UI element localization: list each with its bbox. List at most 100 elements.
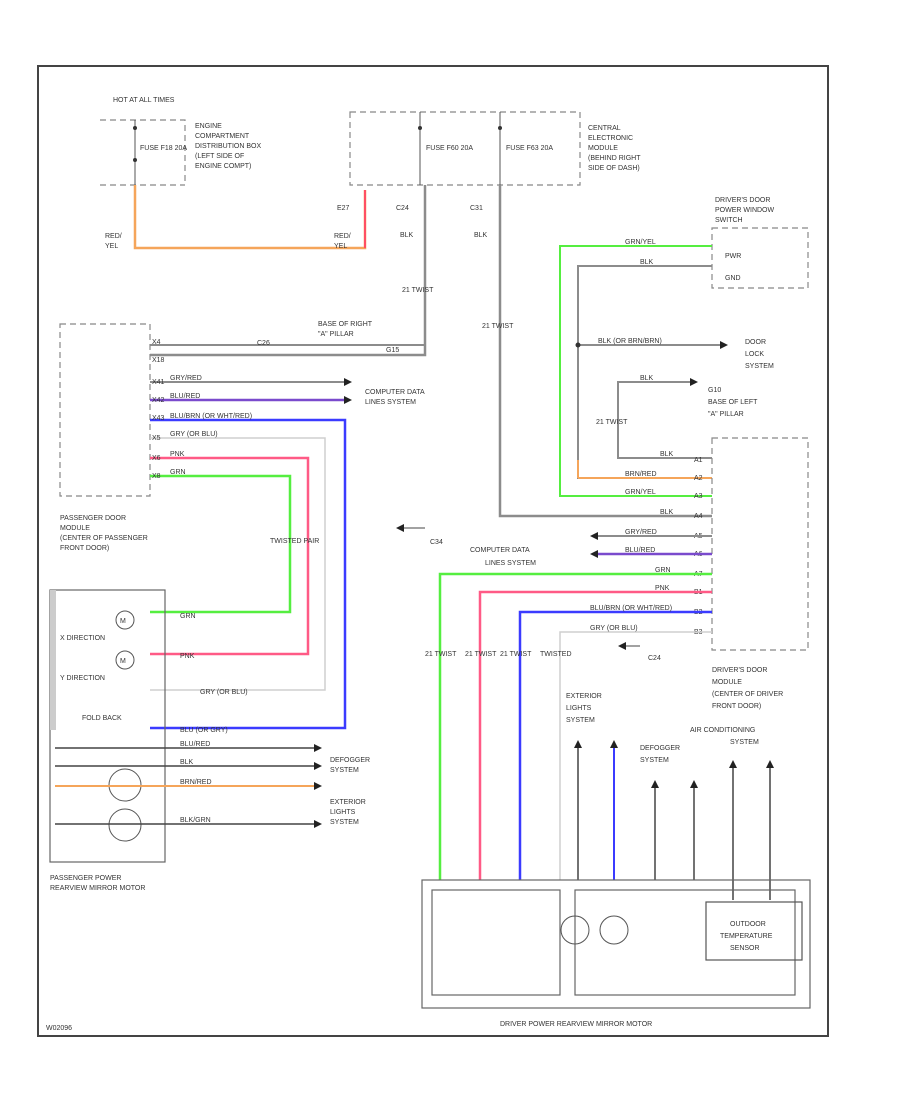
- svg-text:GRY (OR BLU): GRY (OR BLU): [590, 625, 638, 632]
- svg-text:X DIRECTION: X DIRECTION: [60, 635, 105, 642]
- wire-red-yel: [133, 185, 367, 250]
- svg-text:SYSTEM: SYSTEM: [330, 819, 359, 826]
- wire-gry-blu-passenger: [150, 437, 326, 691]
- svg-text:SYSTEM: SYSTEM: [640, 757, 669, 764]
- svg-text:BLK: BLK: [400, 232, 414, 239]
- svg-text:LINES SYSTEM: LINES SYSTEM: [485, 560, 536, 567]
- svg-text:COMPARTMENT: COMPARTMENT: [195, 133, 250, 140]
- svg-text:FRONT DOOR): FRONT DOOR): [60, 545, 109, 552]
- svg-text:BASE OF LEFT: BASE OF LEFT: [708, 399, 758, 406]
- twisted-pair-label: TWISTED PAIR: [270, 538, 319, 545]
- drivers-door-module-text: DRIVER'S DOOR MODULE (CENTER OF DRIVER F…: [712, 667, 783, 710]
- svg-text:21 TWIST: 21 TWIST: [402, 287, 434, 294]
- diagram-frame: [37, 65, 829, 1037]
- svg-text:BLK: BLK: [660, 451, 674, 458]
- svg-text:ENGINE COMPT): ENGINE COMPT): [195, 163, 251, 170]
- svg-text:SIDE OF DASH): SIDE OF DASH): [588, 165, 640, 172]
- svg-text:X41: X41: [152, 379, 165, 386]
- svg-text:X6: X6: [152, 455, 161, 462]
- svg-text:A2: A2: [694, 475, 703, 482]
- svg-text:CENTRAL: CENTRAL: [588, 125, 621, 132]
- svg-text:X18: X18: [152, 357, 165, 364]
- svg-text:EXTERIOR: EXTERIOR: [330, 799, 366, 806]
- svg-text:GRN: GRN: [170, 469, 186, 476]
- svg-text:21 TWIST: 21 TWIST: [500, 651, 532, 658]
- computer-data-lines-b: COMPUTER DATA LINES SYSTEM: [470, 547, 536, 567]
- defogger-system-a: DEFOGGER SYSTEM: [330, 757, 370, 774]
- svg-text:GRY/RED: GRY/RED: [170, 375, 202, 382]
- wire-grn-yel-driver: [559, 245, 712, 497]
- svg-text:SENSOR: SENSOR: [730, 945, 760, 952]
- wire-blk-driver: [577, 265, 712, 479]
- svg-text:BLK: BLK: [640, 375, 654, 382]
- svg-text:(CENTER OF PASSENGER: (CENTER OF PASSENGER: [60, 535, 148, 542]
- svg-text:PWR: PWR: [725, 253, 741, 260]
- svg-text:PNK: PNK: [655, 585, 670, 592]
- defogger-system-b: DEFOGGER SYSTEM: [640, 745, 680, 764]
- svg-text:G15: G15: [386, 347, 399, 354]
- passenger-module-text: PASSENGER DOOR MODULE (CENTER OF PASSENG…: [60, 515, 148, 552]
- wire-label-red: RED/: [105, 233, 122, 240]
- ground-right-a-pillar: BASE OF RIGHT "A" PILLAR G15 C26: [257, 321, 399, 354]
- svg-text:RED/: RED/: [334, 233, 351, 240]
- svg-text:GRN: GRN: [655, 567, 671, 574]
- svg-text:M: M: [120, 658, 126, 665]
- fuse-f60-label: FUSE F60 20A: [426, 145, 473, 152]
- svg-text:PNK: PNK: [180, 653, 195, 660]
- engine-box-text: ENGINE COMPARTMENT DISTRIBUTION BOX (LEF…: [195, 123, 261, 170]
- svg-text:EXTERIOR: EXTERIOR: [566, 693, 602, 700]
- svg-text:SYSTEM: SYSTEM: [330, 767, 359, 774]
- wire-grn-driver: [438, 572, 712, 880]
- central-electronic-module: FUSE F60 20A FUSE F63 20A CENTRAL ELECTR…: [349, 111, 641, 186]
- svg-text:TEMPERATURE: TEMPERATURE: [720, 933, 773, 940]
- svg-text:DRIVER'S DOOR: DRIVER'S DOOR: [715, 197, 770, 204]
- svg-text:X42: X42: [152, 397, 165, 404]
- fold-back-label: FOLD BACK: [82, 715, 122, 722]
- passenger-pin-labels: X4 X18 X41 X42 X43 X5 X6 X8: [152, 339, 165, 480]
- svg-text:OUTDOOR: OUTDOOR: [730, 921, 766, 928]
- svg-text:21 TWIST: 21 TWIST: [425, 651, 457, 658]
- svg-text:DISTRIBUTION BOX: DISTRIBUTION BOX: [195, 143, 261, 150]
- svg-text:REARVIEW MIRROR MOTOR: REARVIEW MIRROR MOTOR: [50, 885, 145, 892]
- drivers-door-module: DRIVER'S DOOR MODULE (CENTER OF DRIVER F…: [711, 437, 809, 710]
- svg-text:PASSENGER POWER: PASSENGER POWER: [50, 875, 121, 882]
- svg-text:BRN/RED: BRN/RED: [625, 471, 657, 478]
- svg-text:GND: GND: [725, 275, 741, 282]
- svg-text:DEFOGGER: DEFOGGER: [640, 745, 680, 752]
- svg-text:BLU/BRN (OR WHT/RED): BLU/BRN (OR WHT/RED): [590, 605, 672, 612]
- wire-gry-blu-driver: [559, 631, 712, 880]
- svg-text:X5: X5: [152, 435, 161, 442]
- svg-text:GRN/YEL: GRN/YEL: [625, 489, 656, 496]
- driver-pin-labels: A1 A2 A3 A4 A5 A6 A7 B1 B2 B3: [694, 457, 703, 636]
- svg-text:21 TWIST: 21 TWIST: [465, 651, 497, 658]
- svg-text:BLK (OR BRN/BRN): BLK (OR BRN/BRN): [598, 338, 662, 345]
- svg-text:BLU/RED: BLU/RED: [180, 741, 210, 748]
- svg-text:GRY (OR BLU): GRY (OR BLU): [200, 689, 248, 696]
- outdoor-temperature-sensor: OUTDOOR TEMPERATURE SENSOR: [720, 921, 773, 952]
- svg-text:SYSTEM: SYSTEM: [566, 717, 595, 724]
- diagram-code: W02096: [46, 1025, 72, 1032]
- svg-text:BLK: BLK: [180, 759, 194, 766]
- svg-text:M: M: [120, 618, 126, 625]
- svg-text:GRY (OR BLU): GRY (OR BLU): [170, 431, 218, 438]
- connector-c26: C26: [257, 340, 270, 347]
- svg-text:BLU/RED: BLU/RED: [625, 547, 655, 554]
- hot-at-all-times-label: HOT AT ALL TIMES: [113, 97, 175, 104]
- drivers-window-switch-text: DRIVER'S DOOR POWER WINDOW SWITCH: [715, 197, 774, 224]
- svg-text:FRONT DOOR): FRONT DOOR): [712, 703, 761, 710]
- wire-label-yel: YEL: [105, 243, 118, 250]
- passenger-mirror-text: PASSENGER POWER REARVIEW MIRROR MOTOR: [50, 875, 145, 892]
- svg-text:X8: X8: [152, 473, 161, 480]
- svg-text:MODULE: MODULE: [60, 525, 90, 532]
- wire-pnk-passenger: [150, 456, 310, 656]
- svg-text:ENGINE: ENGINE: [195, 123, 222, 130]
- svg-text:DEFOGGER: DEFOGGER: [330, 757, 370, 764]
- svg-text:BLU/BRN (OR WHT/RED): BLU/BRN (OR WHT/RED): [170, 413, 252, 420]
- svg-text:LINES SYSTEM: LINES SYSTEM: [365, 399, 416, 406]
- door-lock-system: DOOR LOCK SYSTEM: [745, 339, 774, 370]
- passenger-mirror-motor: X DIRECTION M Y DIRECTION M FOLD BACK PA…: [49, 589, 166, 892]
- direction-switch-x: X DIRECTION M: [60, 610, 135, 642]
- drivers-window-switch: PWR GND DRIVER'S DOOR POWER WINDOW SWITC…: [711, 197, 809, 289]
- svg-text:21 TWIST: 21 TWIST: [596, 419, 628, 426]
